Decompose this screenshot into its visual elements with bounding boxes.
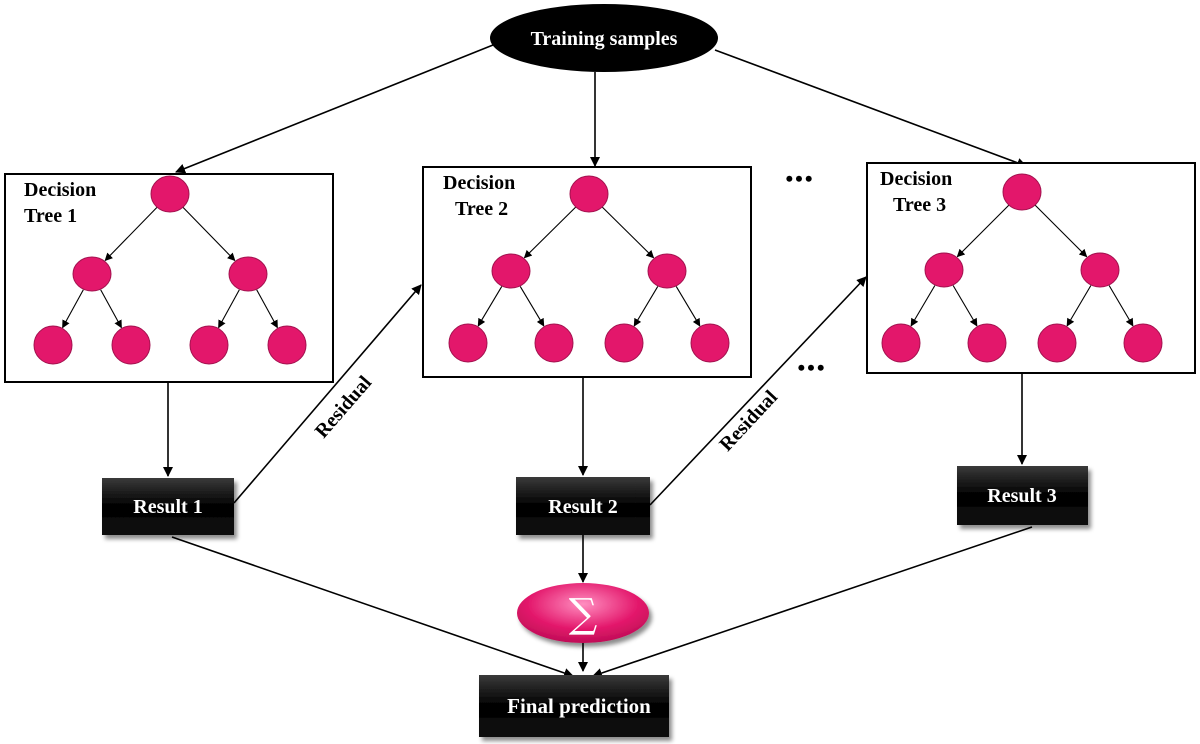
tree-edge [601, 206, 655, 259]
tree-leaf-node [267, 325, 307, 365]
tree-edge [952, 285, 978, 327]
tree-edge [1066, 285, 1092, 327]
tree-child-node [924, 252, 964, 288]
arrow-result3-to-final [592, 526, 1033, 678]
residual-label-2: Residual [715, 386, 782, 456]
arrow-samples-to-tree1 [175, 44, 494, 174]
tree-leaf-node [604, 323, 644, 363]
tree-root-node [569, 175, 609, 213]
tree-box-2: Decision Tree 2 [422, 166, 752, 378]
tree-child-node [72, 256, 112, 292]
tree-title-1-line2: Tree 1 [24, 205, 77, 227]
tree-leaf-node [1123, 323, 1163, 363]
final-prediction-label: Final prediction [507, 694, 651, 718]
tree-edge [182, 206, 236, 262]
tree-graph-2 [448, 175, 730, 363]
tree-title-2-line1: Decision [443, 172, 515, 194]
tree-child-node [228, 256, 268, 292]
tree-leaf-node [967, 323, 1007, 363]
training-samples-label: Training samples [531, 28, 678, 50]
tree-leaf-node [1037, 323, 1077, 363]
tree-edge [218, 289, 240, 329]
tree-leaf-node [33, 325, 73, 365]
tree-leaf-node [690, 323, 730, 363]
tree-child-node [647, 253, 687, 289]
tree-edge [100, 289, 122, 329]
training-samples-node: Training samples [490, 4, 718, 72]
tree-edge [633, 286, 659, 327]
result-label-2: Result 2 [548, 496, 617, 518]
tree-root-node [150, 175, 190, 213]
result-box-1: Result 1 [102, 478, 234, 535]
final-prediction-box: Final prediction [479, 675, 669, 737]
tree-title-1-line1: Decision [24, 179, 96, 201]
tree-box-3: Decision Tree 3 [866, 162, 1196, 374]
tree-edge [910, 285, 936, 327]
tree-graph-1 [33, 175, 307, 365]
tree-edge [62, 289, 84, 329]
tree-edge [477, 286, 503, 327]
tree-edge [675, 286, 701, 327]
sum-node: ∑ [517, 583, 649, 643]
connectors [163, 44, 1033, 678]
tree-title-3-line2: Tree 3 [893, 194, 946, 216]
arrow-residual-1 [233, 284, 422, 504]
result-box-2: Result 2 [516, 477, 650, 535]
tree-edge [1034, 204, 1088, 258]
result-label-3: Result 3 [987, 485, 1056, 507]
tree-graph-3 [881, 173, 1163, 363]
arrow-samples-to-tree3 [714, 49, 1027, 168]
tree-leaf-node [111, 325, 151, 365]
tree-edge [256, 289, 278, 329]
tree-edge [104, 206, 158, 262]
tree-leaf-node [189, 325, 229, 365]
tree-root-node [1002, 173, 1042, 211]
ellipsis-middle: ••• [797, 355, 826, 380]
tree-leaf-node [448, 323, 488, 363]
arrow-result1-to-final [171, 536, 574, 678]
tree-leaf-node [534, 323, 574, 363]
result-label-1: Result 1 [133, 496, 202, 518]
sum-symbol: ∑ [569, 591, 598, 637]
tree-leaf-node [881, 323, 921, 363]
tree-edge [523, 206, 577, 259]
result-box-3: Result 3 [957, 466, 1088, 525]
ellipsis-top: ••• [785, 166, 814, 191]
tree-edge [956, 204, 1010, 258]
tree-box-1: Decision Tree 1 [4, 173, 334, 383]
tree-child-node [1080, 252, 1120, 288]
tree-title-3-line1: Decision [880, 168, 952, 190]
tree-edge [1108, 285, 1134, 327]
tree-child-node [491, 253, 531, 289]
tree-edge [519, 286, 545, 327]
tree-title-2-line2: Tree 2 [455, 198, 508, 220]
arrow-residual-2 [649, 276, 867, 506]
